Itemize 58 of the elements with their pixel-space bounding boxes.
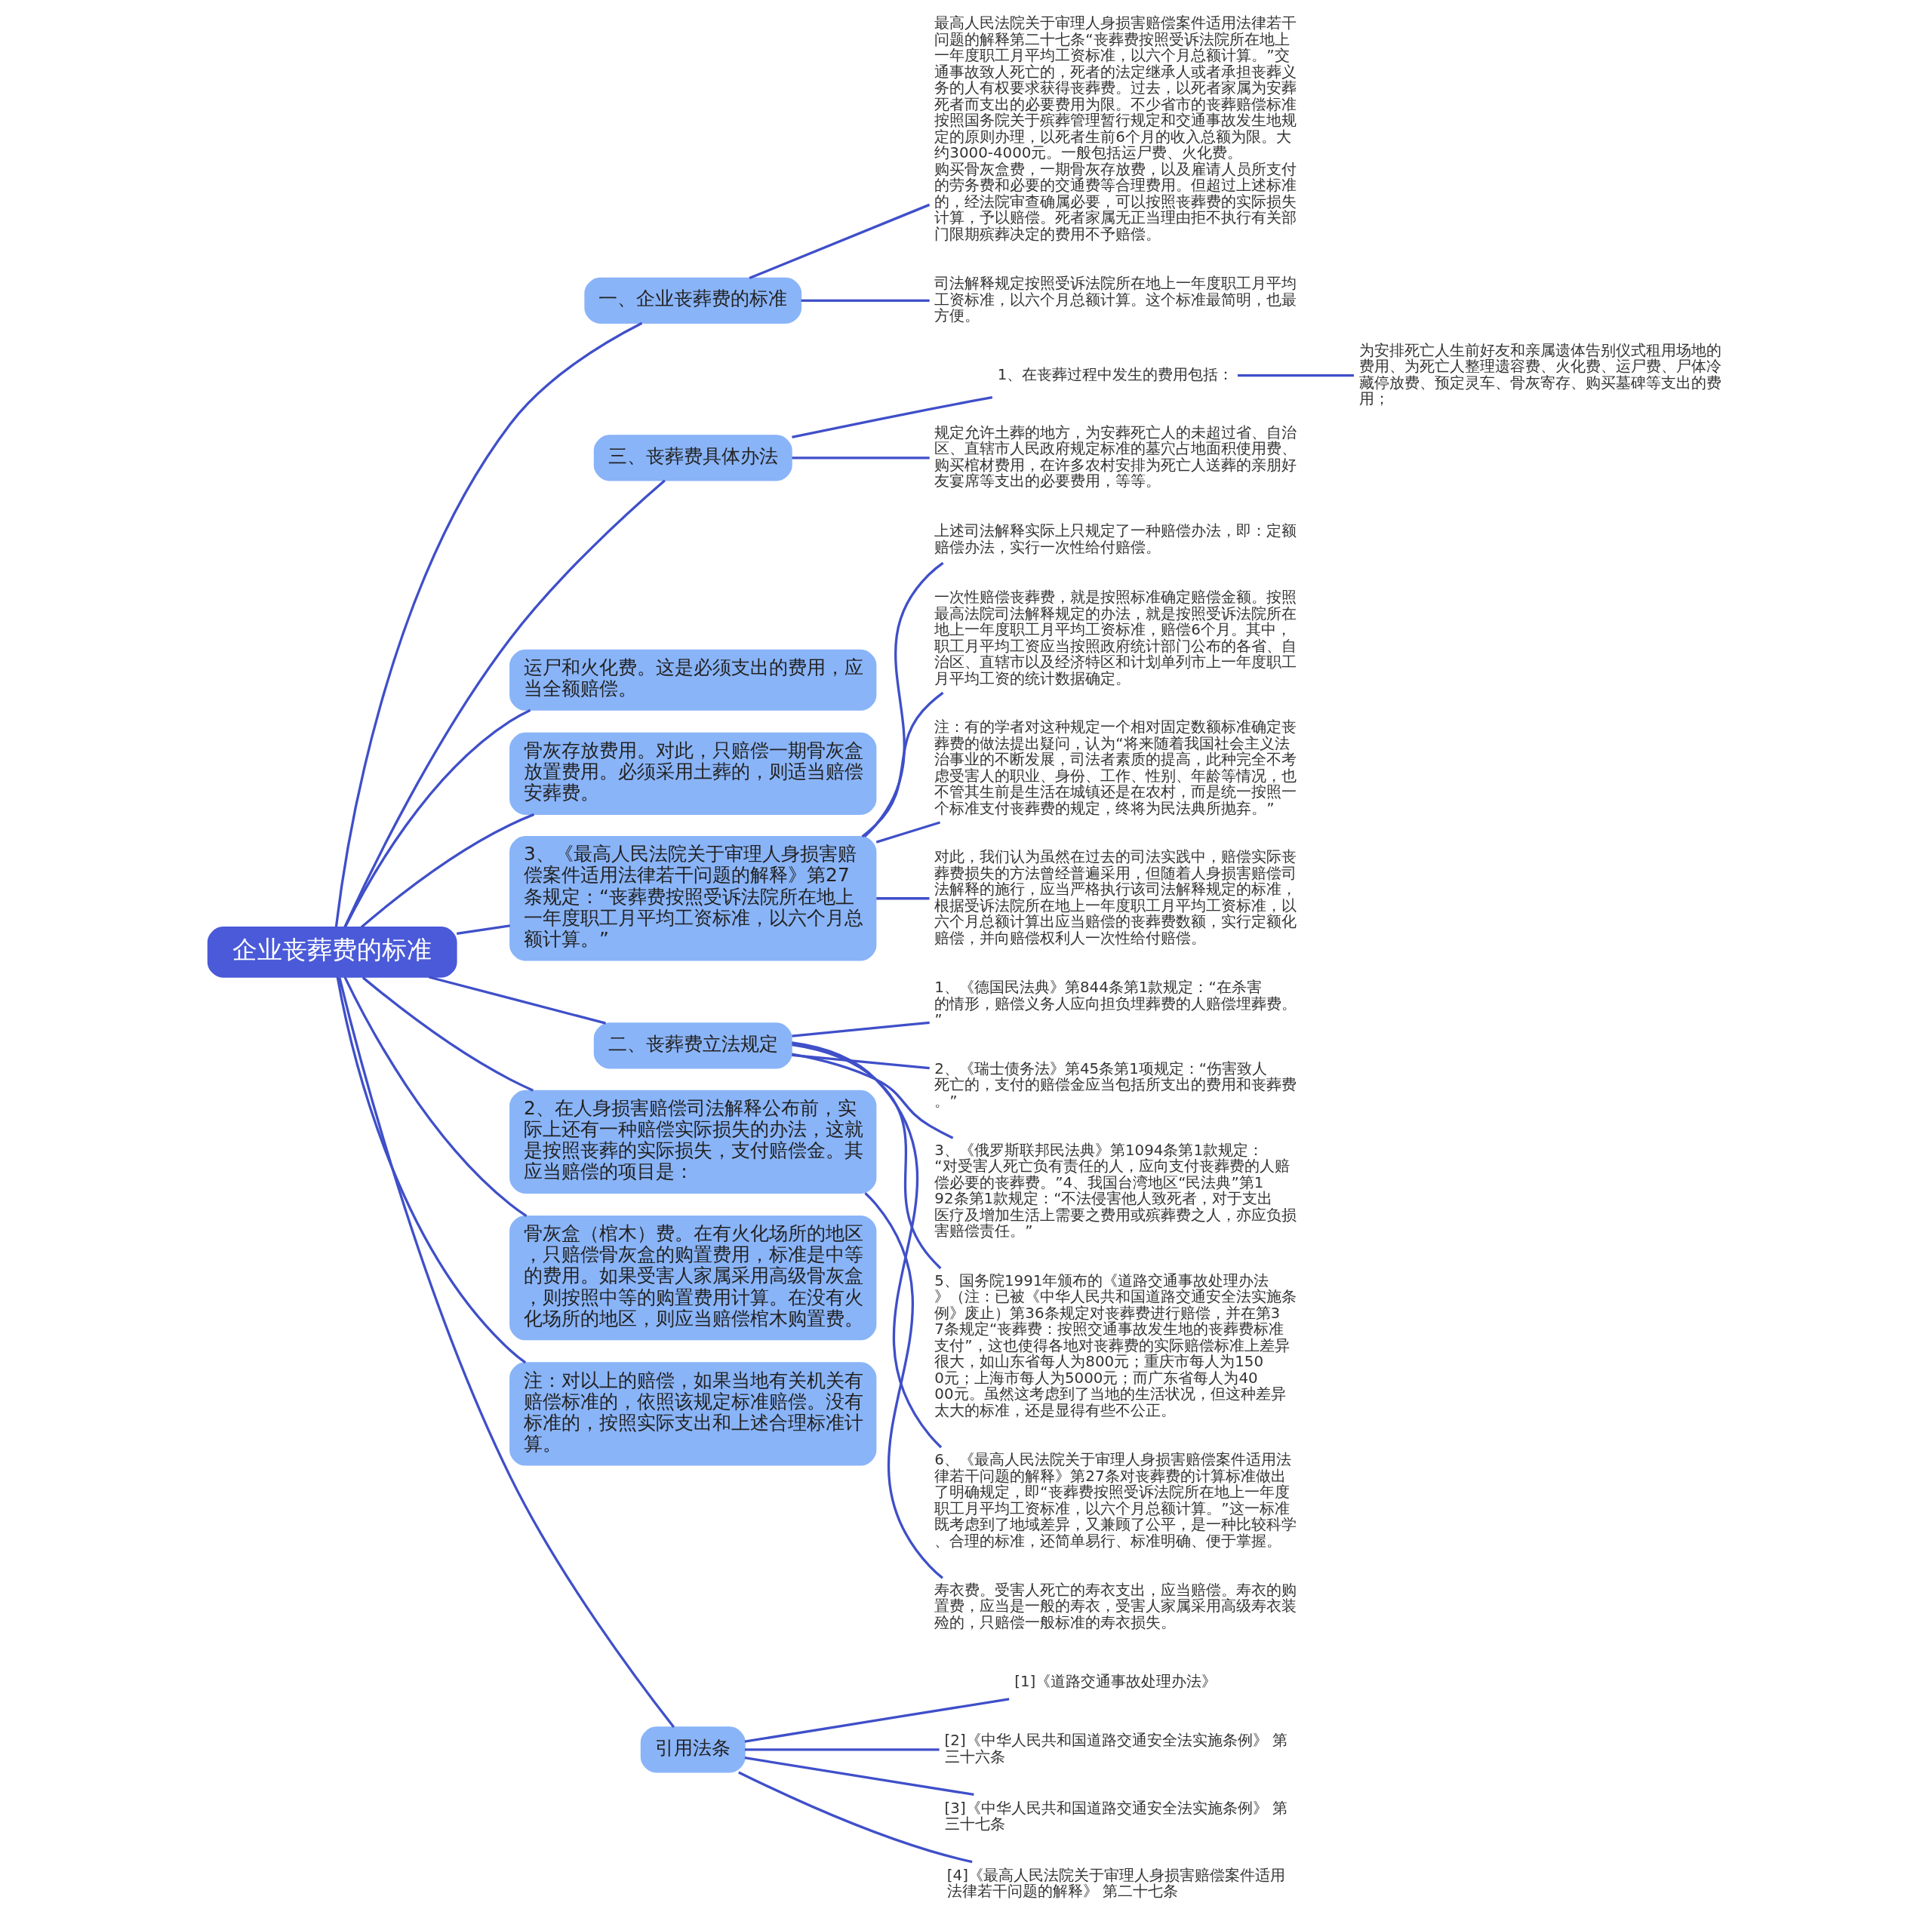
connector bbox=[863, 561, 944, 838]
node-box: 三、丧葬费具体办法 bbox=[593, 435, 792, 481]
connector bbox=[334, 321, 642, 927]
node-text: 注：有的学者对这种规定一个相对固定数额标准确定丧葬费的做法提出疑问，认为“将来随着我国社会主义法治事业的不断发展，司法者素质的提高，此种完全不考虑受害人的职业、身份、工作、性别、年龄等情况，也不管其生前是生活在城镇还是在农村，而是统一按照一个标准支付丧葬费的规定，终将为民法典所抛弃。” bbox=[934, 718, 1297, 817]
connector bbox=[863, 1192, 943, 1579]
connector bbox=[791, 1053, 930, 1070]
connector bbox=[791, 1044, 941, 1270]
connector bbox=[791, 1041, 942, 1449]
node-text: 对此，我们认为虽然在过去的司法实践中，赔偿实际丧葬费损失的方法曾经普遍采用，但随着人身损害赔偿司法解释的施行，应当严格执行该司法解释规定的标准，根据受诉法院所在地上一年度职工月平均工资标准，以六个月总额计算出应当赔偿的丧葬费数额，实行定额化赔偿，并向赔偿权利人一次性给付赔偿。 bbox=[934, 848, 1297, 947]
node-box: 一、企业丧葬费的标准 bbox=[583, 277, 801, 324]
node-text: [2]《中华人民共和国道路交通安全法实施条例》 第三十六条 bbox=[944, 1732, 1287, 1766]
connector bbox=[791, 395, 992, 438]
connector bbox=[337, 977, 675, 1729]
node-text: 一次性赔偿丧葬费，就是按照标准确定赔偿金额。按照最高法院司法解释规定的办法，就是按照受诉法院所在地上一年度职工月平均工资标准，赔偿6个月。其中，职工月平均工资应当按照政府统计部门公布的各省、自治区、直辖市以及经济特区和计划单列市上一年度职工月平均工资的统计数据确定。 bbox=[934, 589, 1297, 687]
node-text: 3、《俄罗斯联邦民法典》第1094条第1款规定：“对受害人死亡负有责任的人，应向支付丧葬费的人赔偿必要的丧葬费。”4、我国台湾地区“民法典”第192条第1款规定：“不法侵害他人致死者，对于支出医疗及增加生活上需要之费用或殡葬费之人，亦应负损害赔偿责任。” bbox=[934, 1141, 1297, 1240]
connector bbox=[801, 299, 930, 303]
connector bbox=[456, 924, 510, 936]
node-box: 企业丧葬费的标准 bbox=[207, 927, 457, 978]
node-text: 6、《最高人民法院关于审理人身损害赔偿案件适用法律若干问题的解释》第27条对丧葬费的计算标准做出了明确规定，即“丧葬费按照受诉法院所在地上一年度职工月平均工资标准，以六个月总额计算。”这一标准既考虑到了地域差异，又兼顾了公平，是一种比较科学、合理的标准，还简单易行、标准明确、便于掌握。 bbox=[934, 1451, 1297, 1550]
node-text: 为安排死亡人生前好友和亲属遗体告别仪式租用场地的费用、为死亡人整理遗容费、火化费、运尸费、尸体冷藏停放费、预定灵车、骨灰寄存、购买墓碑等支出的费用； bbox=[1358, 341, 1721, 408]
connector bbox=[737, 1771, 973, 1864]
connector bbox=[791, 1053, 953, 1139]
node-text: 规定允许土葬的地方，为安葬死亡人的未超过省、自治区、直辖市人民政府规定标准的墓穴占地面积使用费、购买棺材费用，在许多农村安排为死亡人送葬的亲朋好友宴席等支出的必要费用，等等。 bbox=[934, 423, 1297, 490]
connector bbox=[336, 976, 526, 1364]
node-text: 2、《瑞士债务法》第45条第1项规定：“伤害致人死亡的，支付的赔偿金应当包括所支出的费用和丧葬费。” bbox=[934, 1059, 1297, 1110]
node-box: 2、在人身损害赔偿司法解释公布前，实际上还有一种赔偿实际损失的办法，这就是按照丧葬的实际损失，支付赔偿金。其应当赔偿的项目是： bbox=[509, 1090, 876, 1194]
connector bbox=[343, 976, 527, 1218]
node-text: 司法解释规定按照受诉法院所在地上一年度职工月平均工资标准，以六个月总额计算。这个标准最简明，也最方便。 bbox=[934, 275, 1297, 325]
node-box: 运尸和火化费。这是必须支出的费用，应当全额赔偿。 bbox=[509, 649, 876, 711]
connector bbox=[361, 976, 534, 1092]
node-text: [3]《中华人民共和国道路交通安全法实施条例》 第三十七条 bbox=[944, 1799, 1287, 1833]
node-text: 1、在丧葬过程中发生的费用包括： bbox=[997, 365, 1233, 383]
node-box: 注：对以上的赔偿，如果当地有关机关有赔偿标准的，依照该规定标准赔偿。没有标准的，按照实际支出和上述合理标准计算。 bbox=[509, 1362, 876, 1466]
connector bbox=[343, 479, 666, 928]
node-text: 1、《德国民法典》第844条第1款规定：“在杀害的情形，赔偿义务人应向担负埋葬费的人赔偿埋葬费。” bbox=[934, 979, 1297, 1029]
connector bbox=[744, 1748, 940, 1751]
node-text: 上述司法解释实际上只规定了一种赔偿办法，即：定额赔偿办法，实行一次性给付赔偿。 bbox=[934, 522, 1297, 556]
node-text: 最高人民法院关于审理人身损害赔偿案件适用法律若干问题的解释第二十七条“丧葬费按照受诉法院所在地上一年度职工月平均工资标准，以六个月总额计算。”交通事故致人死亡的，死者的法定继承人或者承担丧葬义务的人有权要求获得丧葬费。过去，以死者家属为安葬死者而支出的必要费用为限。不少省市的丧葬赔偿标准按照国务院关于殡葬管理暂行规定和交通事故发生地规定的原则办理，以死者生前6个月的收入总额为限。大约3000-4000元。一般包括运尸费、火化费。购买骨灰盒费，一期骨灰存放费，以及雇请人员所支付的劳务费和必要的交通费等合理费用。但超过上述标准的，经法院审查确属必要，可以按照丧葬费的实际损失计算，予以赔偿。死者家属无正当理由拒不执行有关部门限期殡葬决定的费用不予赔偿。 bbox=[934, 14, 1297, 243]
node-text: 5、国务院1991年颁布的《道路交通事故处理办法》（注：已被《中华人民共和国道路交通安全法实施条例》废止）第36条规定对丧葬费进行赔偿，并在第37条规定“丧葬费：按照交通事故发生地的丧葬费标准支付”，这也使得各地对丧葬费的实际赔偿标准上差异很大，如山东省每人为800元；重庆市每人为1500元；上海市每人为5000元；而广东省每人为4000元。虽然这考虑到了当地的生活状况，但这种差异太大的标准，还是显得有些不公正。 bbox=[934, 1271, 1297, 1419]
connector bbox=[791, 1021, 930, 1037]
connector bbox=[744, 1757, 974, 1797]
connector bbox=[749, 203, 930, 280]
connector bbox=[1237, 374, 1354, 377]
node-box: 3、《最高人民法院关于审理人身损害赔偿案件适用法律若干问题的解释》第27条规定：“丧葬费按照受诉法院所在地上一年度职工月平均工资标准，以六个月总额计算。” bbox=[509, 836, 876, 961]
connector bbox=[744, 1698, 1009, 1743]
node-box: 引用法条 bbox=[640, 1726, 746, 1773]
node-text: [4]《最高人民法院关于审理人身损害赔偿案件适用法律若干问题的解释》 第二十七条 bbox=[946, 1866, 1285, 1901]
node-text: [1]《道路交通事故处理办法》 bbox=[1014, 1672, 1217, 1690]
node-box: 二、丧葬费立法规定 bbox=[593, 1022, 792, 1069]
connector bbox=[875, 821, 940, 844]
node-box: 骨灰盒（棺木）费。在有火化场所的地区，只赔偿骨灰盒的购置费用，标准是中等的费用。如果受害人家属采用高级骨灰盒，则按照中等的购置费用计算。在没有火化场所的地区，则应当赔偿棺木购置费。 bbox=[509, 1215, 876, 1341]
connector bbox=[861, 691, 943, 838]
connector bbox=[360, 813, 534, 929]
node-box: 骨灰存放费用。对此，只赔偿一期骨灰盒放置费用。必须采用土葬的，则适当赔偿安葬费。 bbox=[509, 732, 876, 815]
connector bbox=[792, 456, 930, 460]
connector bbox=[428, 976, 606, 1025]
connector bbox=[875, 897, 929, 900]
node-text: 寿衣费。受害人死亡的寿衣支出，应当赔偿。寿衣的购置费，应当是一般的寿衣，受害人家属采用高级寿衣装殓的，只赔偿一般标准的寿衣损失。 bbox=[934, 1581, 1297, 1631]
